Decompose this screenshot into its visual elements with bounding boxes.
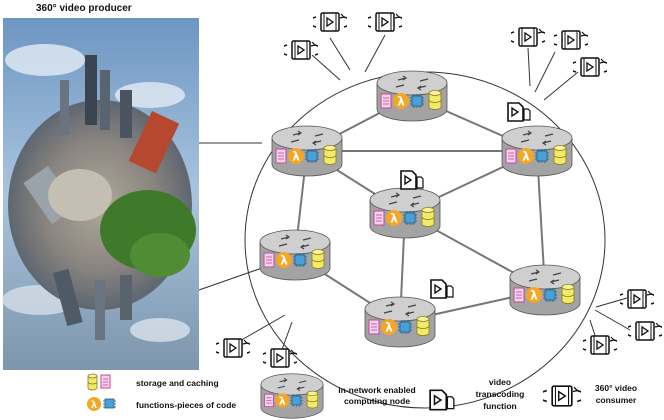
functions-legend-icon: λ xyxy=(87,397,116,411)
computing-node xyxy=(271,125,343,177)
legend-transcoding-line3: function xyxy=(483,401,517,411)
transcoding-icon xyxy=(400,170,424,190)
legend-functions: functions-pieces of code xyxy=(136,400,236,410)
svg-text:λ: λ xyxy=(91,400,98,411)
legend-consumer-line2: consumer xyxy=(596,395,637,405)
computing-node xyxy=(259,229,331,281)
computing-node xyxy=(501,125,573,177)
producer-image xyxy=(2,18,199,370)
transcoding-icon xyxy=(430,279,454,299)
legend-consumer-line1: 360° video xyxy=(595,383,637,393)
legend-transcoding-line2: transcoding xyxy=(476,389,525,399)
computing-node xyxy=(509,264,581,316)
legend-storage: storage and caching xyxy=(136,378,219,388)
video-player-icon xyxy=(263,348,297,368)
video-player-icon xyxy=(628,321,662,341)
computing-node xyxy=(369,187,441,239)
video-player-icon xyxy=(216,338,250,358)
legend-node-line2: computing node xyxy=(344,396,410,406)
video-player-icon xyxy=(368,12,402,32)
producer-title: 360° video producer xyxy=(36,3,132,14)
video-player-icon xyxy=(313,12,347,32)
transcoding-legend-icon xyxy=(429,389,455,411)
computing-node xyxy=(376,70,448,122)
transcoding-icon xyxy=(507,102,531,122)
video-player-icon xyxy=(511,27,545,47)
producer-links xyxy=(198,142,263,291)
video-player-icon xyxy=(583,335,617,355)
storage-legend-icon xyxy=(87,373,111,391)
legend-node-line1: in-network enabled xyxy=(338,385,415,395)
video-player-icon xyxy=(284,40,318,60)
legend-transcoding-line1: video xyxy=(489,377,511,387)
legend: storage and caching λ functions-pieces o… xyxy=(87,373,637,419)
video-player-icon xyxy=(554,30,588,50)
node-legend-icon xyxy=(260,373,324,419)
video-player-icon xyxy=(573,57,607,77)
computing-node xyxy=(364,296,436,348)
consumer-legend-icon xyxy=(543,385,581,407)
